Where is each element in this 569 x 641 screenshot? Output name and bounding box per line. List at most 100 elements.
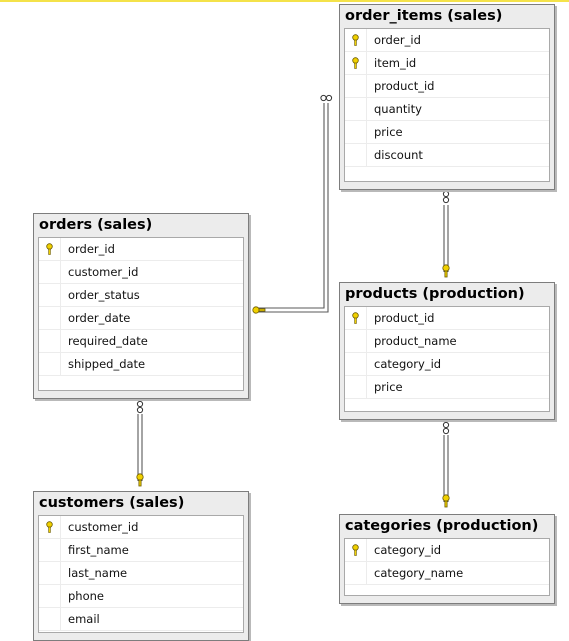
key-icon [442,494,450,508]
key-icon [136,473,144,487]
key-cell [345,539,367,561]
column-name: email [68,612,100,626]
column-row[interactable]: product_id [345,75,549,98]
key-cell [39,608,61,630]
column-name: order_id [374,33,421,47]
table-title[interactable]: categories (production) [345,518,539,534]
key-icon [46,243,53,255]
table-title[interactable]: orders (sales) [39,217,153,233]
table-title[interactable]: order_items (sales) [345,8,503,24]
infinity-icon [320,94,333,102]
column-name: price [374,380,403,394]
column-row[interactable]: phone [39,585,243,608]
column-row[interactable]: customer_id [39,516,243,539]
column-row[interactable]: customer_id [39,261,243,284]
key-cell [39,330,61,352]
column-name: phone [68,589,104,603]
column-list: product_id product_name category_id pric… [344,306,550,412]
table-orders[interactable]: orders (sales) order_id customer_id orde… [33,213,249,399]
key-cell [39,284,61,306]
column-name: shipped_date [68,357,146,371]
key-cell [39,307,61,329]
key-cell [39,261,61,283]
relationship-line-products-categories[interactable] [443,435,449,502]
column-row[interactable]: product_id [345,307,549,330]
table-order_items[interactable]: order_items (sales) order_id item_id pro… [339,4,555,190]
relationship-line-order_items-products[interactable] [443,205,449,272]
key-cell [345,353,367,375]
column-name: discount [374,148,423,162]
column-name: category_id [374,543,442,557]
key-cell [345,98,367,120]
column-row[interactable]: item_id [345,52,549,75]
column-row[interactable]: quantity [345,98,549,121]
column-row[interactable]: category_id [345,353,549,376]
column-name: last_name [68,566,128,580]
column-name: category_name [374,566,464,580]
column-name: quantity [374,102,422,116]
key-cell [39,238,61,260]
column-name: customer_id [68,265,139,279]
key-cell [39,562,61,584]
table-products[interactable]: products (production) product_id product… [339,282,555,420]
column-row[interactable]: price [345,121,549,144]
key-cell [39,516,61,538]
key-icon [352,34,359,46]
key-icon [442,264,450,278]
column-name: category_id [374,357,442,371]
key-cell [39,585,61,607]
key-icon [352,57,359,69]
key-cell [345,376,367,398]
column-name: price [374,125,403,139]
infinity-icon [442,421,450,435]
column-row[interactable]: order_date [39,307,243,330]
column-row[interactable]: required_date [39,330,243,353]
column-name: product_id [374,311,435,325]
key-icon [46,521,53,533]
table-customers[interactable]: customers (sales) customer_id first_name… [33,491,249,641]
table-categories[interactable]: categories (production) category_id cate… [339,514,555,604]
column-row[interactable]: shipped_date [39,353,243,376]
column-name: first_name [68,543,129,557]
column-name: order_id [68,242,115,256]
key-icon [352,544,359,556]
key-cell [345,75,367,97]
table-title[interactable]: customers (sales) [39,495,185,511]
key-cell [345,29,367,51]
column-name: product_name [374,334,457,348]
column-row[interactable]: order_status [39,284,243,307]
infinity-icon [136,400,144,414]
key-icon [252,306,266,314]
column-name: order_status [68,288,140,302]
column-name: product_id [374,79,435,93]
key-cell [39,539,61,561]
relationship-line-order_items-orders[interactable] [254,103,329,313]
column-row[interactable]: category_id [345,539,549,562]
key-cell [345,144,367,166]
key-cell [345,121,367,143]
table-title[interactable]: products (production) [345,286,525,302]
column-row[interactable]: order_id [39,238,243,261]
column-list: order_id customer_id order_status order_… [38,237,244,391]
column-row[interactable]: product_name [345,330,549,353]
column-row[interactable]: price [345,376,549,399]
key-cell [345,52,367,74]
column-list: category_id category_name [344,538,550,596]
relationship-line-orders-customers[interactable] [137,414,143,481]
key-cell [39,353,61,375]
key-cell [345,307,367,329]
column-row[interactable]: discount [345,144,549,167]
column-list: customer_id first_name last_name phone e… [38,515,244,633]
key-cell [345,562,367,584]
column-row[interactable]: last_name [39,562,243,585]
column-list: order_id item_id product_id quantity pri… [344,28,550,182]
column-name: customer_id [68,520,139,534]
column-row[interactable]: order_id [345,29,549,52]
key-icon [352,312,359,324]
column-row[interactable]: first_name [39,539,243,562]
key-cell [345,330,367,352]
top-accent-line [0,0,569,2]
relationship-connectors [136,94,450,508]
column-name: order_date [68,311,131,325]
column-row[interactable]: category_name [345,562,549,585]
